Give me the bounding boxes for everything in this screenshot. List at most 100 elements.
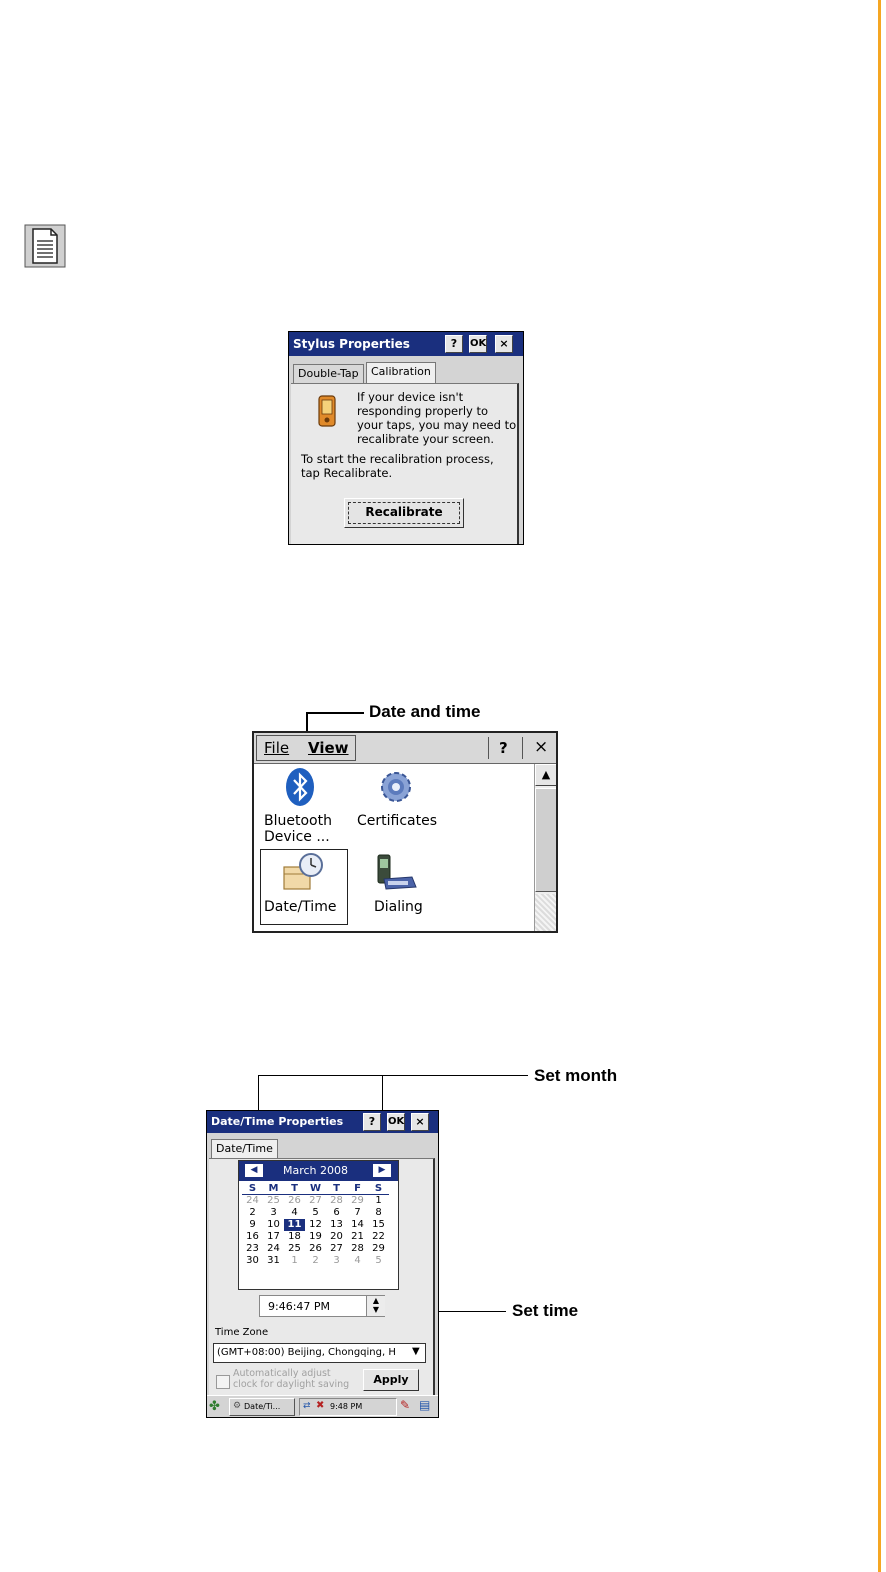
- scroll-up-button[interactable]: ▲: [535, 764, 556, 786]
- calendar-day[interactable]: 24: [267, 1243, 280, 1254]
- close-button[interactable]: ×: [411, 1113, 429, 1131]
- scroll-track: [535, 894, 556, 931]
- calendar-day[interactable]: 1: [291, 1255, 298, 1266]
- weekday-label: S: [368, 1183, 389, 1195]
- calendar-day[interactable]: 7: [354, 1207, 361, 1218]
- calendar-day[interactable]: 21: [351, 1231, 364, 1242]
- tab-double-tap[interactable]: Double-Tap: [293, 364, 364, 384]
- calendar-day[interactable]: 18: [288, 1231, 301, 1242]
- calendar-day[interactable]: 25: [288, 1243, 301, 1254]
- weekday-label: M: [263, 1183, 284, 1195]
- menu-divider: [488, 737, 489, 759]
- time-spinner[interactable]: ▲▼: [366, 1296, 385, 1316]
- calendar-day[interactable]: 3: [270, 1207, 277, 1218]
- calendar-day[interactable]: 30: [246, 1255, 259, 1266]
- volume-icon[interactable]: ✖: [316, 1400, 325, 1411]
- auto-dst-checkbox[interactable]: [216, 1375, 230, 1389]
- calendar-day[interactable]: 23: [246, 1243, 259, 1254]
- calendar-day[interactable]: 4: [354, 1255, 361, 1266]
- help-button[interactable]: ?: [499, 739, 508, 757]
- tray-clock[interactable]: 9:48 PM: [330, 1402, 363, 1411]
- tab-calibration[interactable]: Calibration: [366, 362, 436, 384]
- calendar-day[interactable]: 27: [309, 1195, 322, 1206]
- help-button[interactable]: ?: [363, 1113, 381, 1131]
- calendar-day[interactable]: 5: [312, 1207, 319, 1218]
- bluetooth-label: Bluetooth Device ...: [264, 813, 332, 845]
- ok-button[interactable]: OK: [469, 335, 487, 353]
- menu-group: [256, 735, 356, 761]
- calendar-day[interactable]: 2: [312, 1255, 319, 1266]
- calendar-day[interactable]: 16: [246, 1231, 259, 1242]
- calendar-day[interactable]: 25: [267, 1195, 280, 1206]
- view-menu[interactable]: View: [308, 739, 349, 757]
- calendar-day[interactable]: 6: [333, 1207, 340, 1218]
- calendar-day[interactable]: 22: [372, 1231, 385, 1242]
- calendar-day[interactable]: 13: [330, 1219, 343, 1230]
- calendar-day[interactable]: 5: [375, 1255, 382, 1266]
- certificates-icon[interactable]: [378, 767, 414, 807]
- calendar-month-label[interactable]: March 2008: [283, 1164, 349, 1177]
- help-button[interactable]: ?: [445, 335, 463, 353]
- calendar-day[interactable]: 2: [249, 1207, 256, 1218]
- calendar-day[interactable]: 11: [284, 1219, 305, 1231]
- calendar-day[interactable]: 8: [375, 1207, 382, 1218]
- bluetooth-icon[interactable]: [284, 767, 316, 807]
- calendar-day[interactable]: 12: [309, 1219, 322, 1230]
- calendar-day[interactable]: 24: [246, 1195, 259, 1206]
- calendar-day[interactable]: 14: [351, 1219, 364, 1230]
- scroll-thumb[interactable]: [535, 788, 556, 892]
- calendar-day[interactable]: 4: [291, 1207, 298, 1218]
- chevron-down-icon[interactable]: ▼: [410, 1346, 420, 1357]
- calendar-day[interactable]: 9: [249, 1219, 256, 1230]
- taskbar: ✤ ⚙ Date/Ti... ⇄ ✖ 9:48 PM ✎ ▤: [207, 1395, 438, 1417]
- calendar-day[interactable]: 1: [375, 1195, 382, 1206]
- time-zone-value: (GMT+08:00) Beijing, Chongqing, H: [217, 1347, 396, 1358]
- calendar-day[interactable]: 20: [330, 1231, 343, 1242]
- recalibrate-instruction: To start the recalibration process, tap …: [301, 452, 494, 480]
- calendar-week-row: 30 31 1 2 3 4 5: [242, 1255, 390, 1267]
- taskbar-task-button[interactable]: ⚙ Date/Ti...: [229, 1398, 295, 1416]
- calendar-day[interactable]: 26: [309, 1243, 322, 1254]
- calendar-day[interactable]: 19: [309, 1231, 322, 1242]
- calendar-day[interactable]: 15: [372, 1219, 385, 1230]
- calendar-day[interactable]: 10: [267, 1219, 280, 1230]
- task-label: Date/Ti...: [244, 1402, 281, 1411]
- close-button[interactable]: ×: [495, 335, 513, 353]
- set-month-callout: Set month: [534, 1066, 618, 1085]
- calendar-day[interactable]: 29: [372, 1243, 385, 1254]
- next-month-button[interactable]: ▶: [373, 1164, 391, 1177]
- file-menu[interactable]: File: [264, 739, 290, 757]
- dialog-title: Date/Time Properties: [211, 1115, 344, 1128]
- recalibrate-button[interactable]: Recalibrate: [344, 498, 464, 528]
- recalibrate-message: If your device isn't responding properly…: [357, 390, 517, 446]
- network-icon[interactable]: ⇄: [303, 1401, 311, 1411]
- input-panel-icon[interactable]: ✎: [400, 1398, 411, 1412]
- date-time-icon[interactable]: [280, 851, 326, 893]
- calendar-day[interactable]: 31: [267, 1255, 280, 1266]
- close-button[interactable]: ×: [534, 737, 549, 757]
- calendar-day[interactable]: 17: [267, 1231, 280, 1242]
- time-value[interactable]: 9:46:47 PM: [268, 1300, 331, 1313]
- calendar-day[interactable]: 27: [330, 1243, 343, 1254]
- calendar-day[interactable]: 3: [333, 1255, 340, 1266]
- time-picker[interactable]: 9:46:47 PM ▲▼: [259, 1295, 385, 1317]
- prev-month-button[interactable]: ◀: [245, 1164, 263, 1177]
- desktop-icon[interactable]: ▤: [419, 1398, 431, 1412]
- pda-device-icon: [318, 395, 336, 427]
- date-time-properties-dialog: Date/Time Properties ? OK × Date/Time ◀ …: [206, 1110, 439, 1418]
- calendar-day[interactable]: 28: [330, 1195, 343, 1206]
- vertical-scrollbar[interactable]: ▲: [534, 764, 556, 931]
- calendar-week-row: 9 10 11 12 13 14 15: [242, 1219, 390, 1231]
- apply-button[interactable]: Apply: [363, 1369, 419, 1391]
- calendar-day[interactable]: 29: [351, 1195, 364, 1206]
- dialing-icon[interactable]: [374, 853, 418, 893]
- tab-date-time[interactable]: Date/Time: [211, 1139, 278, 1159]
- start-button[interactable]: ✤: [209, 1399, 220, 1414]
- weekday-label: T: [326, 1183, 347, 1195]
- ok-button[interactable]: OK: [387, 1113, 405, 1131]
- calendar-day[interactable]: 26: [288, 1195, 301, 1206]
- time-zone-label: Time Zone: [215, 1327, 269, 1338]
- calendar-day[interactable]: 28: [351, 1243, 364, 1254]
- time-zone-select[interactable]: (GMT+08:00) Beijing, Chongqing, H ▼: [213, 1343, 426, 1363]
